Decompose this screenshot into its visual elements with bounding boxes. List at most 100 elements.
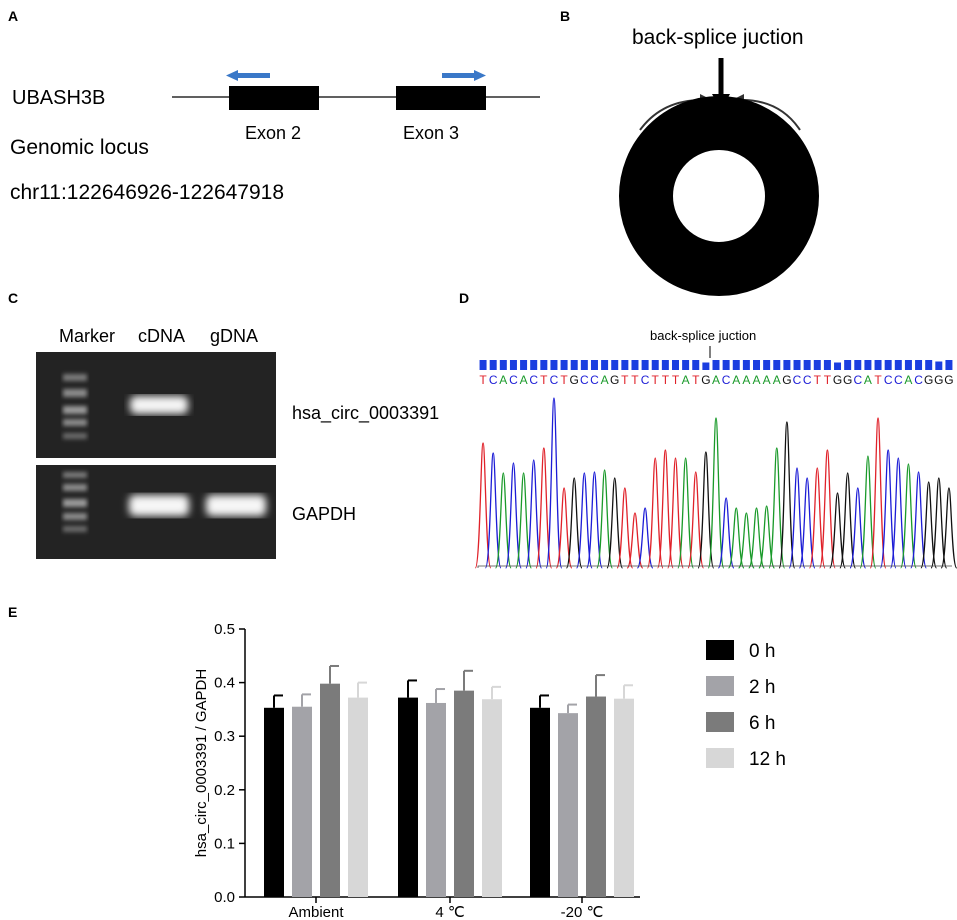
chromatogram-peak bbox=[818, 449, 836, 569]
chromatogram-peak bbox=[910, 471, 927, 569]
chromatogram-peak bbox=[889, 457, 907, 569]
panel-label-a: A bbox=[8, 8, 19, 24]
chromatogram-peak bbox=[555, 487, 573, 569]
base-call: G bbox=[610, 373, 619, 387]
base-call: T bbox=[479, 373, 487, 387]
base-call: C bbox=[641, 373, 650, 387]
bar bbox=[482, 699, 502, 897]
chromatogram-peak bbox=[930, 477, 948, 569]
base-call: A bbox=[763, 373, 771, 387]
base-call: T bbox=[631, 373, 639, 387]
chromatogram-peak bbox=[515, 472, 532, 569]
chromatogram-peak bbox=[535, 447, 553, 569]
bar bbox=[426, 702, 446, 897]
quality-bar bbox=[925, 360, 933, 370]
chromatogram-peak bbox=[606, 477, 624, 569]
legend-swatch bbox=[706, 640, 734, 660]
quality-bar bbox=[823, 360, 831, 370]
gel-circrna bbox=[36, 352, 276, 458]
quality-bar bbox=[915, 360, 923, 370]
base-call: C bbox=[580, 373, 589, 387]
quality-bar bbox=[854, 360, 862, 370]
bar bbox=[348, 697, 368, 897]
chromatogram-peak bbox=[940, 487, 957, 569]
y-tick-label: 0.5 bbox=[214, 621, 235, 638]
gel-gapdh bbox=[36, 465, 276, 559]
lane-label-gdna: gDNA bbox=[210, 326, 259, 346]
quality-bar bbox=[783, 360, 791, 370]
chromatogram-peak bbox=[849, 487, 867, 569]
bar bbox=[586, 696, 606, 897]
genomic-locus-label: Genomic locus bbox=[10, 136, 149, 159]
base-call: C bbox=[489, 373, 498, 387]
y-axis-label: hsa_circ_0003391 / GAPDH bbox=[193, 669, 210, 857]
base-call: C bbox=[914, 373, 923, 387]
chromatogram-peak bbox=[808, 467, 826, 569]
base-call: T bbox=[874, 373, 882, 387]
quality-bar bbox=[520, 360, 528, 370]
base-call: T bbox=[540, 373, 548, 387]
chromatogram-peak bbox=[829, 492, 846, 569]
chromatogram-peak bbox=[494, 472, 512, 569]
quality-bar bbox=[742, 360, 750, 370]
chromatogram-peak bbox=[667, 457, 684, 569]
legend-label: 12 h bbox=[749, 749, 786, 770]
quality-bar bbox=[540, 360, 548, 370]
x-tick-label: 4 ℃ bbox=[435, 904, 464, 920]
gene-name: UBASH3B bbox=[12, 87, 106, 109]
base-call: T bbox=[824, 373, 832, 387]
base-call: A bbox=[753, 373, 761, 387]
bar bbox=[398, 697, 418, 897]
chromatogram-peak bbox=[717, 497, 735, 569]
quality-bar bbox=[661, 360, 669, 370]
bar bbox=[292, 706, 312, 897]
panel-label-c: C bbox=[8, 290, 19, 306]
base-call: T bbox=[672, 373, 680, 387]
quality-bar bbox=[722, 360, 730, 370]
bar bbox=[454, 690, 474, 897]
y-tick-label: 0.4 bbox=[214, 675, 235, 692]
chromatogram-peak bbox=[596, 469, 614, 569]
chromatogram-peak bbox=[788, 467, 806, 569]
panel-label-d: D bbox=[459, 290, 470, 306]
back-splice-title: back-splice juction bbox=[632, 26, 804, 49]
base-call: G bbox=[934, 373, 943, 387]
base-call: C bbox=[884, 373, 893, 387]
gene-structure-diagram bbox=[172, 70, 540, 110]
quality-bar bbox=[834, 362, 842, 370]
chromatogram-peak bbox=[920, 481, 938, 569]
right-curved-arrow bbox=[741, 99, 801, 131]
bar bbox=[614, 698, 634, 897]
quality-bar bbox=[509, 360, 517, 370]
quality-bar bbox=[651, 360, 659, 370]
base-call: A bbox=[864, 373, 872, 387]
base-call: A bbox=[904, 373, 912, 387]
quality-bar bbox=[884, 360, 892, 370]
chromatogram-peak bbox=[687, 471, 705, 569]
quality-bar bbox=[611, 360, 619, 370]
legend-label: 0 h bbox=[749, 641, 775, 662]
quality-bar bbox=[601, 360, 609, 370]
quality-bar bbox=[560, 360, 568, 370]
chromatogram-peak bbox=[900, 463, 917, 569]
chromatogram-peak bbox=[575, 472, 593, 569]
exon-2-box bbox=[229, 86, 319, 110]
lane-label-marker: Marker bbox=[59, 326, 116, 346]
gel-label-gapdh: GAPDH bbox=[292, 504, 357, 524]
quality-bar bbox=[773, 360, 781, 370]
chromatogram-peak bbox=[869, 417, 887, 569]
exon-3-box bbox=[396, 86, 486, 110]
quality-bar bbox=[864, 360, 872, 370]
y-tick-label: 0.0 bbox=[214, 889, 235, 906]
base-call: T bbox=[692, 373, 700, 387]
lane-label-cdna: cDNA bbox=[138, 326, 186, 346]
chromatogram-peak bbox=[727, 507, 745, 569]
forward-primer-arrow bbox=[442, 70, 486, 81]
quality-bar bbox=[682, 360, 690, 370]
bar bbox=[530, 707, 550, 897]
chromatogram-peak bbox=[646, 457, 664, 569]
exon-3-label: Exon 3 bbox=[403, 123, 460, 143]
base-call: A bbox=[732, 373, 740, 387]
y-tick-label: 0.1 bbox=[214, 835, 235, 852]
